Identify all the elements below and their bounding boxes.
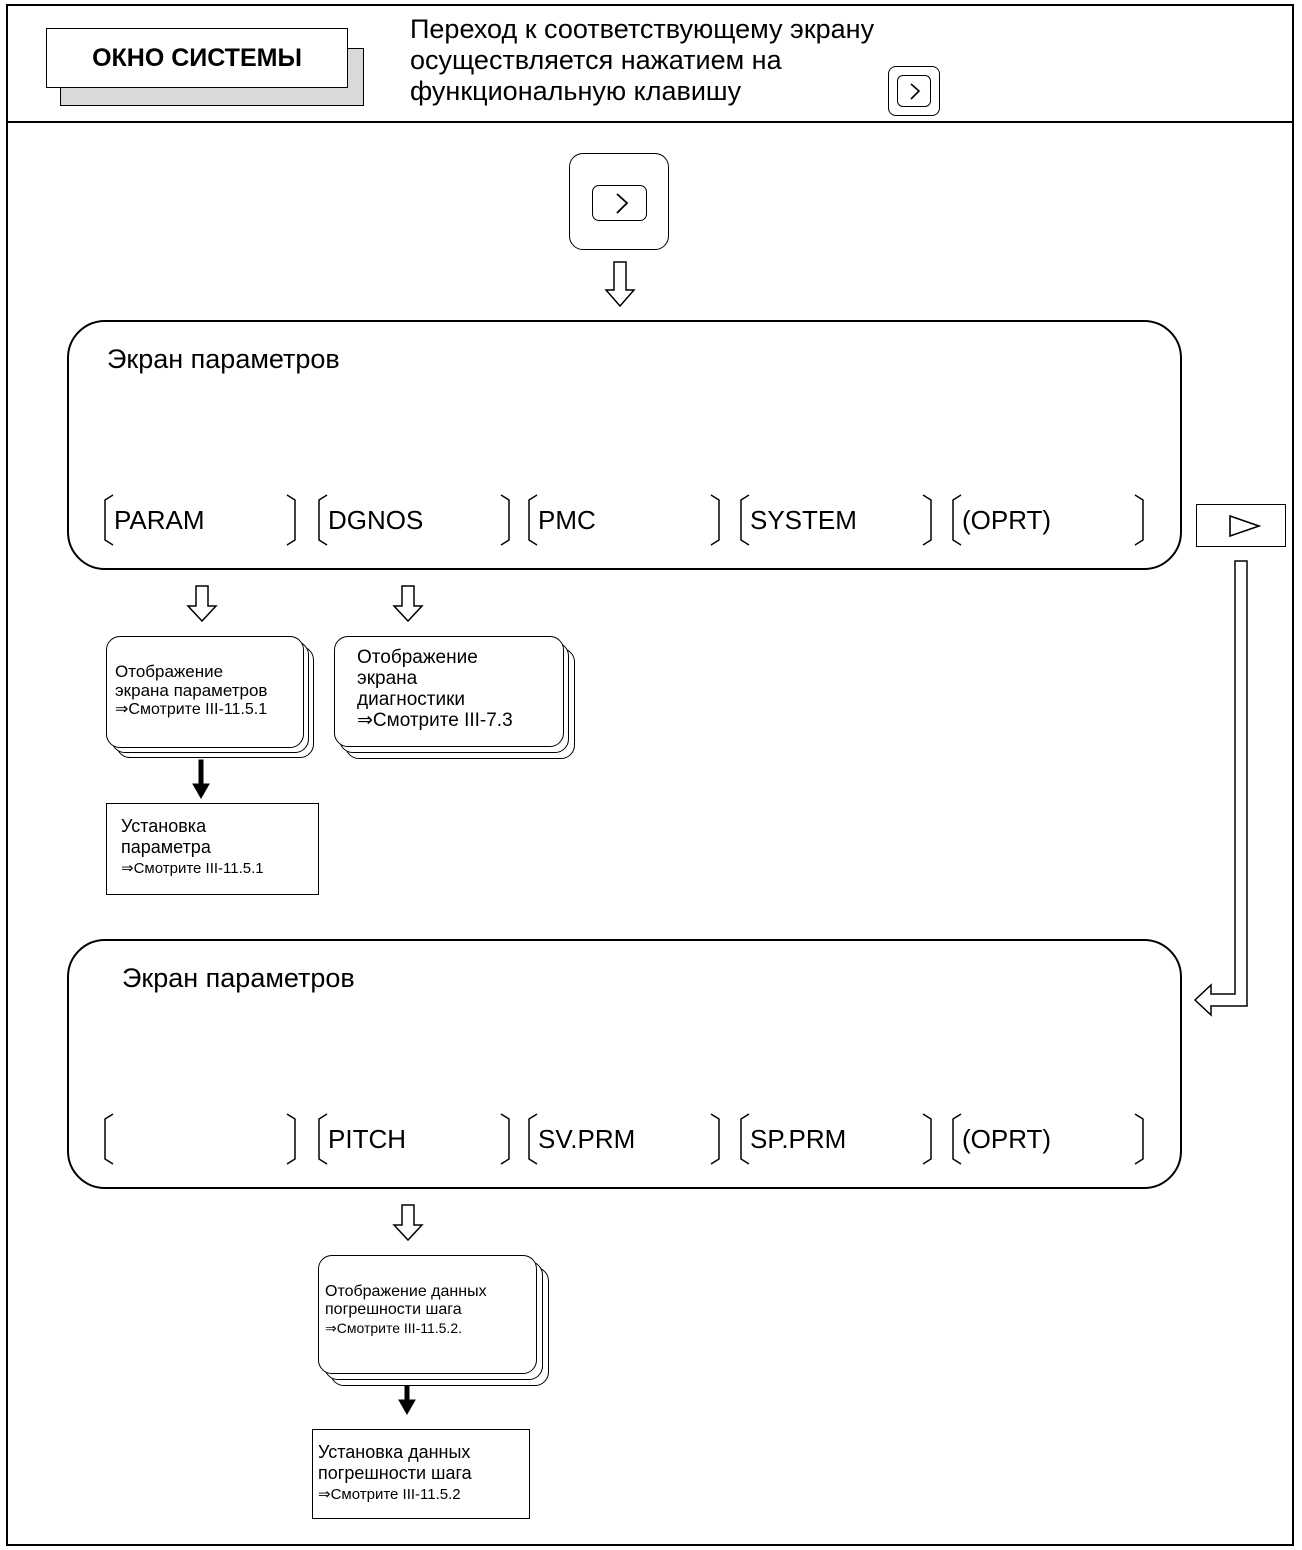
screen2-softkey-2[interactable]: PITCH xyxy=(316,1113,512,1165)
param-setting-line-2: параметра xyxy=(121,837,211,857)
system-function-key-small[interactable] xyxy=(888,66,940,116)
instruction-line-2: осуществляется нажатием на xyxy=(410,45,782,75)
pitch-display-line-2: погрешности шага xyxy=(325,1301,462,1318)
pitch-display-ref: ⇒Смотрите III-11.5.2. xyxy=(325,1320,462,1336)
screen1-softkey-4[interactable]: SYSTEM xyxy=(738,494,934,546)
param-setting-text: Установка параметра ⇒Смотрите III-11.5.1 xyxy=(121,816,264,879)
header-divider xyxy=(6,121,1294,123)
softkey-label: PMC xyxy=(538,505,596,535)
pitch-setting-text: Установка данных погрешности шага ⇒Смотр… xyxy=(318,1442,472,1505)
softkey-label: SYSTEM xyxy=(750,505,857,535)
next-page-triangle-icon xyxy=(1229,514,1262,538)
arrow-param-to-display xyxy=(186,585,218,623)
pitch-setting-line-1: Установка данных xyxy=(318,1442,471,1462)
softkey-bracket-frame xyxy=(318,494,510,546)
param-display-card: Отображение экрана параметров ⇒Смотрите … xyxy=(106,636,304,748)
instruction-line-1: Переход к соответствующему экрану xyxy=(410,14,875,44)
screen2-softkey-1[interactable] xyxy=(102,1113,298,1165)
softkey-label: (OPRT) xyxy=(962,505,1052,535)
param-display-ref: ⇒Смотрите III-11.5.1 xyxy=(115,701,268,718)
softkey-bracket-frame xyxy=(104,1113,296,1165)
page-frame xyxy=(6,4,1294,1546)
system-key-icon xyxy=(592,185,647,221)
diag-display-ref: ⇒Смотрите III-7.3 xyxy=(357,710,513,731)
softkey-label: (OPRT) xyxy=(962,1124,1052,1154)
param-display-line-1: Отображение xyxy=(115,662,224,681)
instruction-line-3: функциональную клавишу xyxy=(410,76,742,106)
page-title-text: ОКНО СИСТЕМЫ xyxy=(92,43,302,72)
arrow-pitch-to-display xyxy=(392,1204,424,1242)
header-instruction: Переход к соответствующему экрану осущес… xyxy=(410,14,874,107)
softkey-label: SP.PRM xyxy=(750,1124,847,1154)
system-function-key[interactable] xyxy=(569,153,669,250)
screen2-softkey-4[interactable]: SP.PRM xyxy=(738,1113,934,1165)
screen1-softkey-5[interactable]: (OPRT) xyxy=(950,494,1146,546)
softkey-label: PITCH xyxy=(328,1124,406,1154)
system-key-glyph-large xyxy=(616,193,629,214)
softkey-bracket-frame xyxy=(528,494,720,546)
softkey-label: SV.PRM xyxy=(538,1124,636,1154)
screen2-title: Экран параметров xyxy=(122,963,355,993)
diag-display-line-3: диагностики xyxy=(357,689,465,710)
softkey-bracket-frame xyxy=(740,1113,932,1165)
pitch-setting-line-2: погрешности шага xyxy=(318,1463,472,1483)
screen1-softkey-2[interactable]: DGNOS xyxy=(316,494,512,546)
param-setting-box: Установка параметра ⇒Смотрите III-11.5.1 xyxy=(106,803,319,895)
screen1-title: Экран параметров xyxy=(107,344,340,374)
softkey-bracket-frame xyxy=(740,494,932,546)
parameter-screen-1 xyxy=(67,320,1182,570)
diag-display-line-2: экрана xyxy=(357,668,418,689)
parameter-screen-2 xyxy=(67,939,1182,1189)
param-display-line-2: экрана параметров xyxy=(115,681,268,700)
diag-display-line-1: Отображение xyxy=(357,647,478,668)
diag-display-card: Отображение экрана диагностики ⇒Смотрите… xyxy=(334,636,564,747)
softkey-bracket-frame xyxy=(104,494,296,546)
param-display-text: Отображение экрана параметров ⇒Смотрите … xyxy=(115,662,267,719)
softkey-bracket-frame xyxy=(952,1113,1144,1165)
pitch-setting-box: Установка данных погрешности шага ⇒Смотр… xyxy=(312,1429,530,1519)
screen2-softkey-3[interactable]: SV.PRM xyxy=(526,1113,722,1165)
arrow-next-page-connector xyxy=(1193,560,1248,1017)
pitch-setting-ref: ⇒Смотрите III-11.5.2 xyxy=(318,1486,461,1503)
system-key-icon xyxy=(897,75,931,107)
diag-display-text: Отображение экрана диагностики ⇒Смотрите… xyxy=(357,647,513,731)
screen2-softkey-5[interactable]: (OPRT) xyxy=(950,1113,1146,1165)
arrow-dgnos-to-display xyxy=(392,585,424,623)
page-title: ОКНО СИСТЕМЫ xyxy=(46,28,348,88)
system-key-glyph xyxy=(910,83,921,100)
next-page-key[interactable] xyxy=(1196,504,1286,547)
screen1-softkey-3[interactable]: PMC xyxy=(526,494,722,546)
pitch-display-text: Отображение данных погрешности шага ⇒Смо… xyxy=(325,1283,487,1337)
screen1-softkey-1[interactable]: PARAM xyxy=(102,494,298,546)
param-setting-line-1: Установка xyxy=(121,816,207,836)
param-setting-ref: ⇒Смотрите III-11.5.1 xyxy=(121,860,264,877)
softkey-bracket-frame xyxy=(528,1113,720,1165)
arrow-key-to-screen1 xyxy=(604,261,636,308)
softkey-bracket-frame xyxy=(952,494,1144,546)
softkey-label: PARAM xyxy=(114,505,205,535)
softkey-bracket-frame xyxy=(318,1113,510,1165)
arrow-solid-param-setting xyxy=(192,759,210,800)
pitch-display-line-1: Отображение данных xyxy=(325,1283,487,1300)
pitch-display-card: Отображение данных погрешности шага ⇒Смо… xyxy=(318,1255,537,1374)
softkey-label: DGNOS xyxy=(328,505,424,535)
